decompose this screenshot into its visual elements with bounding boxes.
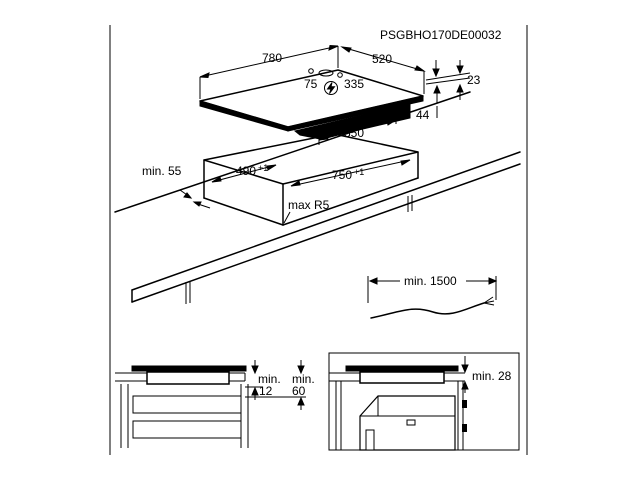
dimension-335-label: 335 bbox=[344, 77, 364, 91]
dimension-490-sup: +1 bbox=[258, 163, 268, 173]
document-code: PSGBHO170DE00032 bbox=[380, 28, 502, 42]
min-60-line2: 60 bbox=[292, 384, 306, 398]
dimension-23 bbox=[425, 60, 471, 100]
cable-drawing bbox=[367, 276, 498, 319]
lightning-bolt-icon bbox=[326, 82, 336, 94]
dimension-490-label: 490 bbox=[236, 164, 256, 178]
hob-drawing bbox=[199, 68, 424, 140]
dimension-490 bbox=[211, 164, 277, 183]
worktop-thickness-edge bbox=[131, 163, 521, 303]
hob-side-edge bbox=[287, 95, 424, 132]
dimension-520-label: 520 bbox=[372, 52, 392, 66]
section-left-drawer-2 bbox=[132, 420, 242, 439]
section-left bbox=[115, 360, 306, 448]
section-right-hob-top bbox=[345, 365, 459, 372]
hob-front-edge bbox=[199, 100, 289, 132]
min-28-label: min. 28 bbox=[472, 369, 512, 383]
min-12-line2: 12 bbox=[259, 384, 273, 398]
dimension-750 bbox=[290, 159, 411, 187]
dimension-750-sup: +1 bbox=[354, 167, 364, 177]
min-12-line1: min. bbox=[258, 372, 281, 386]
min-60-line1: min. bbox=[292, 372, 315, 386]
max-r5-label: max R5 bbox=[288, 198, 330, 212]
min-55-arrows bbox=[179, 189, 211, 209]
hob-mark-right bbox=[337, 72, 343, 78]
cable-length-label: min. 1500 bbox=[404, 274, 457, 288]
section-left-hob-body bbox=[146, 371, 230, 385]
cutout-opening bbox=[203, 133, 419, 226]
min-55-label: min. 55 bbox=[142, 164, 182, 178]
dimension-75-label: 75 bbox=[304, 77, 318, 91]
hob-mark-left bbox=[308, 68, 314, 74]
dimension-780 bbox=[199, 44, 339, 99]
section-right bbox=[328, 352, 520, 451]
power-symbol-circle bbox=[324, 81, 338, 95]
worktop-front-edge bbox=[131, 151, 521, 291]
worktop-back-edge bbox=[114, 91, 471, 213]
dimension-44-label: 44 bbox=[416, 108, 430, 122]
dimension-44 bbox=[433, 84, 441, 118]
dimension-780-label: 780 bbox=[262, 51, 282, 65]
dimension-750-label: 750 bbox=[332, 168, 352, 182]
hob-mark-mid bbox=[318, 69, 334, 77]
section-right-hob-body bbox=[359, 371, 445, 384]
max-r5-leader bbox=[283, 211, 291, 224]
section-left-drawer-1 bbox=[132, 395, 242, 414]
dimension-520 bbox=[340, 46, 426, 94]
worktop bbox=[114, 91, 521, 304]
dimension-23-label: 23 bbox=[467, 73, 481, 87]
section-left-hob-top bbox=[131, 365, 247, 372]
